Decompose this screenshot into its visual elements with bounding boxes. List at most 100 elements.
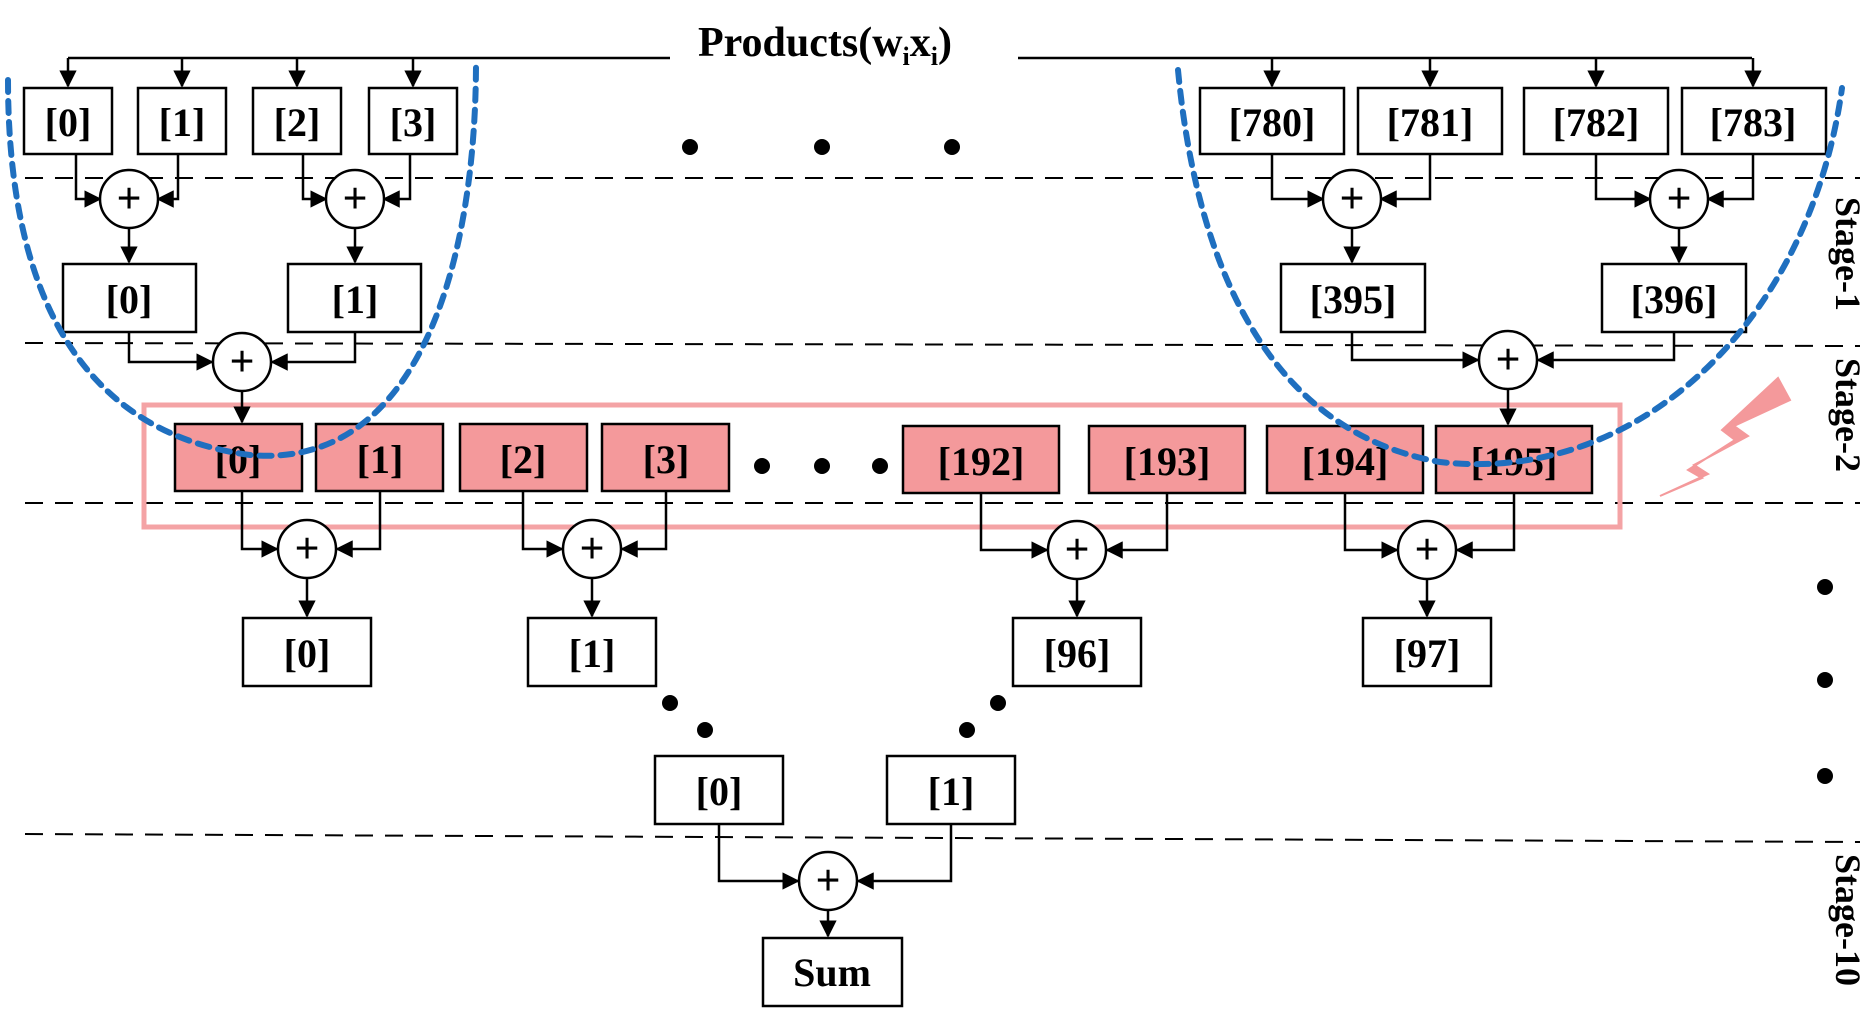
product-box-1 [136,86,228,156]
adder-l3-96: + [1046,519,1108,581]
stage-boundaries [24,177,1861,843]
stage-label-2: Stage-2 [1828,358,1868,472]
product-bus [59,56,1762,88]
title-close: ) [938,20,952,66]
ellipsis-middle [754,458,888,474]
sum-label: Sum [793,950,871,995]
product-label-0: [0] [45,100,92,145]
adder-symbol: + [116,174,141,223]
register-label-2: [2] [500,437,547,482]
product-box-783 [1680,86,1828,156]
title-x: x [910,20,931,66]
product-label-780: [780] [1229,100,1316,145]
level2-labels: [0] [1] [2] [3] [192] [193] [194] [195] [215,437,1558,484]
stage-boundary-4 [24,833,1861,843]
level1-boxes [61,262,1748,334]
product-label-1: [1] [159,100,206,145]
stage-label-1: Stage-1 [1828,197,1868,311]
title-main: Products(w [698,20,903,66]
title-w-subscript: i [903,42,910,71]
adder-symbol: + [294,524,319,573]
sum-label-l1-396: [396] [1631,277,1718,322]
sum-label-l3-1: [1] [569,631,616,676]
sum-label-l1-1: [1] [332,277,379,322]
pipeline-register-frame [141,402,1623,530]
stage-arc-left [5,59,479,459]
level3-labels: [0] [1] [96] [97] [284,631,1461,676]
level0-wires [74,154,1755,264]
level0-labels: [0] [1] [2] [3] [780] [781] [782] [783] [45,100,1797,145]
sum-label-l3-96: [96] [1044,631,1111,676]
final-label-1: [1] [928,769,975,814]
final-level-boxes [653,754,1017,826]
ellipsis-top [682,139,960,155]
product-box-0 [22,86,114,156]
product-label-781: [781] [1387,100,1474,145]
register-label-1: [1] [357,437,404,482]
adder-l1-395: + [1321,168,1383,230]
register-box-3 [600,422,731,493]
sum-box-l1-395 [1279,262,1427,334]
adder-symbol: + [1064,525,1089,574]
final-label-0: [0] [696,769,743,814]
sum-label-l3-0: [0] [284,631,331,676]
level2-adders: + + [211,329,1539,393]
register-label-0: [0] [215,437,262,482]
product-label-782: [782] [1553,100,1640,145]
title-x-subscript: i [931,42,938,71]
register-label-3: [3] [643,437,690,482]
adder-l3-97: + [1396,519,1458,581]
final-wires [717,824,953,938]
final-box-1 [885,754,1017,826]
sum-box-l3-0 [241,616,373,688]
diagram-title: Products(wixi) [698,20,952,71]
adder-symbol: + [342,174,367,223]
adder-symbol: + [229,337,254,386]
product-label-2: [2] [274,100,321,145]
ellipsis-diagonal [662,695,1006,738]
sum-box-l3-96 [1011,616,1143,688]
adder-symbol: + [579,524,604,573]
level3-adders: + + + + [276,518,1458,581]
adder-l3-1: + [561,518,623,580]
level1-wires [127,332,1676,426]
adder-l2-0: + [211,331,273,393]
sum-label-l1-0: [0] [106,277,153,322]
register-label-192: [192] [938,439,1025,484]
register-box-192 [901,424,1061,495]
product-box-2 [251,86,343,156]
adder-l1-0: + [98,168,160,230]
adder-l1-1: + [324,168,386,230]
adder-symbol: + [1339,174,1364,223]
product-box-782 [1522,86,1670,156]
adder-symbol: + [815,856,840,905]
level1-adders: + + + + [98,168,1710,230]
ellipsis-right [1817,579,1833,784]
sum-label-l1-395: [395] [1310,277,1397,322]
register-label-194: [194] [1302,439,1389,484]
stage-label-10: Stage-10 [1828,854,1868,986]
register-box-2 [458,422,589,493]
product-box-781 [1356,86,1504,156]
sum-label-l3-97: [97] [1394,631,1461,676]
level2-wires [240,491,1516,618]
product-label-783: [783] [1710,100,1797,145]
final-adder: + [797,850,859,912]
product-box-3 [367,86,459,156]
adder-symbol: + [1495,335,1520,384]
sum-box-l1-396 [1600,262,1748,334]
adder-symbol: + [1666,174,1691,223]
sum-box-l1-1 [286,262,423,334]
adder-symbol: + [1414,525,1439,574]
level0-boxes [22,86,1828,156]
sum-box-l1-0 [61,262,198,334]
adder-l2-195: + [1477,329,1539,391]
stage-arc-right [1175,67,1845,468]
final-level-labels: [0] [1] [696,769,975,814]
product-box-780 [1198,86,1346,156]
register-label-193: [193] [1124,439,1211,484]
stage-boundary-2 [24,342,1861,347]
adder-l1-396: + [1648,168,1710,230]
register-box-193 [1087,424,1247,495]
